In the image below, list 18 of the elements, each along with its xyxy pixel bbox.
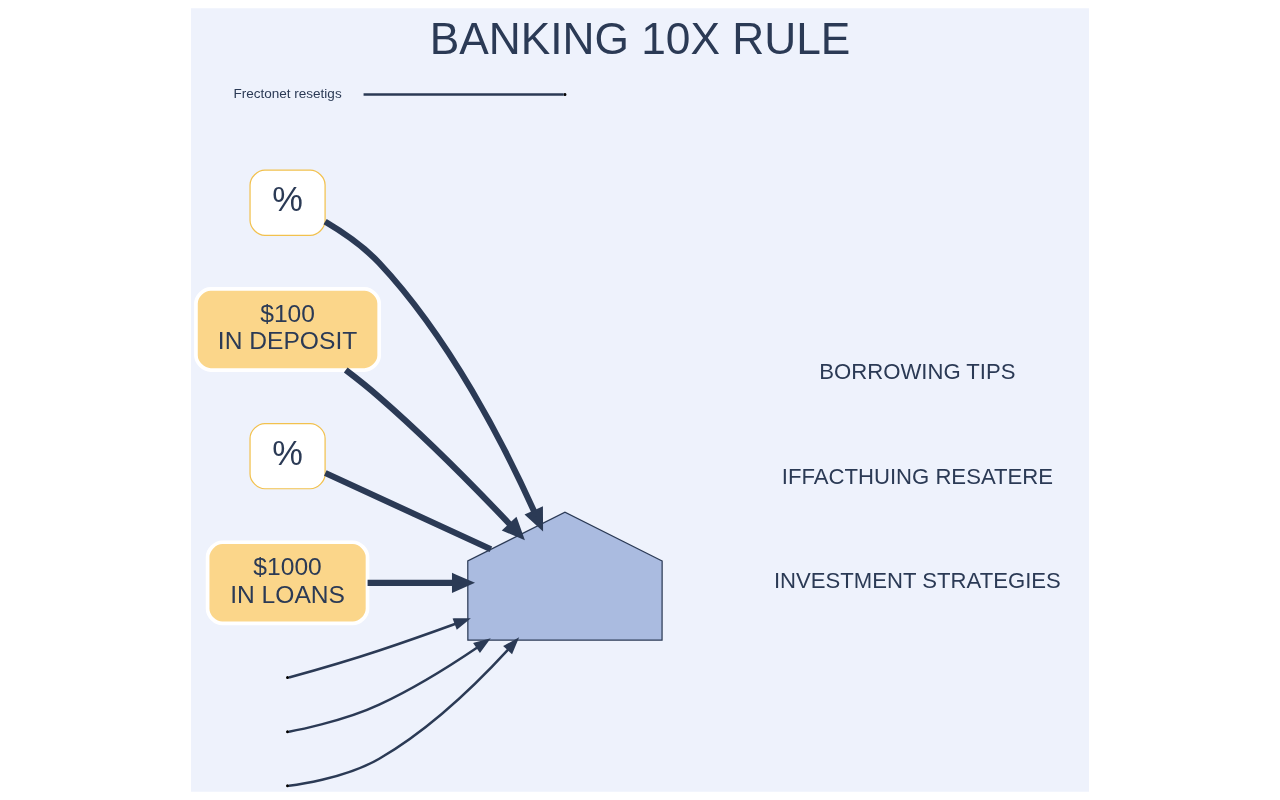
- label: BORROWING TIPS: [819, 359, 1016, 385]
- arrow: [288, 638, 491, 733]
- label: IFFACTHUING RESATERE: [781, 463, 1054, 489]
- node-box: $100 IN DEPOSIT: [194, 287, 382, 372]
- node-box: %: [249, 169, 326, 236]
- node-box: $1000 IN LOANS: [205, 540, 370, 626]
- connector: [363, 93, 564, 96]
- connector: [324, 470, 493, 553]
- arrow: [323, 219, 544, 532]
- arrow: [288, 618, 471, 679]
- node-box: %: [249, 422, 326, 490]
- diagram-title: BANKING 10X RULE: [429, 13, 851, 63]
- node-text: Frectonet resetigs: [233, 85, 342, 101]
- label: INVESTMENT STRATEGIES: [773, 568, 1061, 594]
- arrow: [343, 367, 525, 541]
- arrow: [367, 572, 476, 593]
- arrow: [288, 637, 520, 788]
- node-picture: [467, 511, 663, 641]
